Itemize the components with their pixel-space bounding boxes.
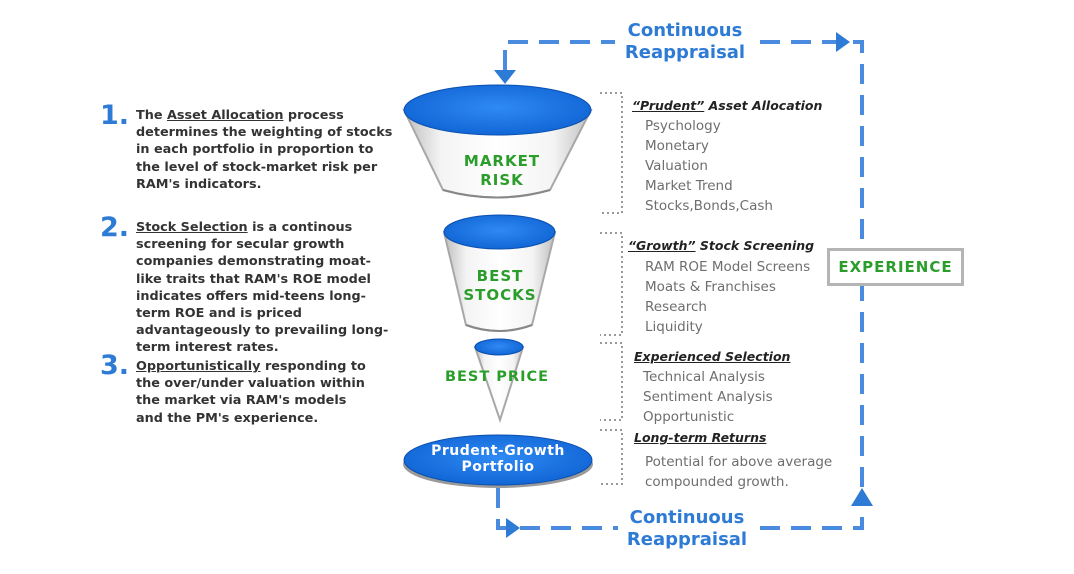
step-1-pre: The: [136, 108, 167, 123]
loop-arrowheads: [494, 32, 873, 538]
category-2-quoted: “Growth”: [628, 238, 696, 253]
market-risk-label: MARKET RISK: [437, 152, 567, 190]
list-item: Market Trend: [645, 178, 733, 194]
step-1-post: process determines the weighting of stoc…: [136, 108, 393, 192]
best-stocks-line-2: STOCKS: [463, 286, 537, 304]
reappraisal-bottom-line-1: Continuous: [629, 507, 745, 528]
category-3-title: Experienced Selection: [634, 349, 791, 364]
market-risk-line-2: RISK: [480, 171, 524, 189]
list-item: Psychology: [645, 118, 721, 134]
step-1-text: The Asset Allocation process determines …: [136, 107, 398, 193]
reappraisal-top-line-1: Continuous: [627, 20, 743, 41]
category-long-term-returns: Long-term Returns: [634, 430, 766, 445]
list-item: Technical Analysis: [643, 369, 765, 385]
list-item: RAM ROE Model Screens: [645, 259, 811, 275]
list-item: compounded growth.: [645, 474, 789, 490]
best-price-cone: [473, 338, 525, 424]
list-item: Stocks,Bonds,Cash: [645, 198, 773, 214]
market-risk-line-1: MARKET: [463, 152, 541, 170]
portfolio-label: Prudent-Growth Portfolio: [412, 443, 584, 475]
list-item: Sentiment Analysis: [643, 389, 773, 405]
reappraisal-top-label: Continuous Reappraisal: [616, 20, 754, 64]
list-item: Monetary: [645, 138, 709, 154]
list-item: Research: [645, 299, 707, 315]
category-experienced-selection: Experienced Selection: [634, 349, 790, 364]
step-2-link: Stock Selection: [136, 220, 248, 235]
step-2-number: 2.: [100, 212, 130, 243]
best-stocks-label: BEST STOCKS: [437, 267, 563, 305]
step-3-text: Opportunistically responding to the over…: [136, 358, 374, 427]
list-item: Opportunistic: [643, 409, 735, 425]
list-item: Liquidity: [645, 319, 703, 335]
market-risk-cone: [402, 84, 593, 199]
best-price-label: BEST PRICE: [444, 369, 550, 385]
step-1-link: Asset Allocation: [166, 108, 284, 123]
step-1-number: 1.: [100, 100, 130, 131]
reappraisal-bottom-line-2: Reappraisal: [626, 529, 748, 550]
step-2-text: Stock Selection is a continous screening…: [136, 219, 392, 357]
portfolio-line-1: Prudent-Growth: [431, 443, 565, 459]
list-item: Moats & Franchises: [645, 279, 776, 295]
portfolio-disc: [403, 434, 593, 488]
list-item: Potential for above average: [645, 454, 833, 470]
reappraisal-top-line-2: Reappraisal: [624, 42, 746, 63]
list-item: Valuation: [645, 158, 708, 174]
category-stock-screening: “Growth” Stock Screening: [628, 238, 814, 253]
category-1-quoted: “Prudent”: [632, 98, 705, 113]
step-2-post: is a continous screening for secular gro…: [136, 220, 389, 356]
category-4-title: Long-term Returns: [634, 430, 767, 445]
category-asset-allocation: “Prudent” Asset Allocation: [632, 98, 822, 113]
best-stocks-line-1: BEST: [476, 267, 524, 285]
category-1-rest: Asset Allocation: [704, 98, 823, 113]
step-3-post: responding to the over/under valuation w…: [136, 359, 366, 426]
dotted-brackets: [600, 92, 623, 485]
category-2-rest: Stock Screening: [695, 238, 815, 253]
reappraisal-loop: [496, 40, 864, 530]
step-3-link: Opportunistically: [136, 359, 261, 374]
reappraisal-bottom-label: Continuous Reappraisal: [618, 507, 756, 551]
portfolio-line-2: Portfolio: [461, 459, 535, 475]
step-3-number: 3.: [100, 350, 130, 381]
best-stocks-cone: [442, 214, 557, 332]
experience-box: EXPERIENCE: [827, 248, 964, 286]
